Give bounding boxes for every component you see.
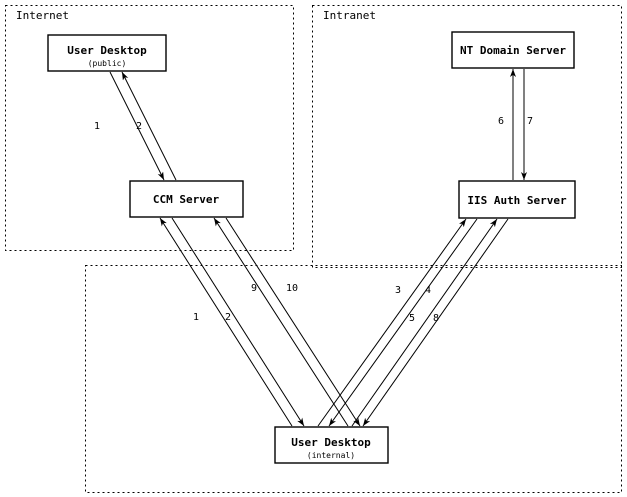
node-labels: User Desktop (public) CCM Server NT Doma… xyxy=(67,44,567,460)
flow-line-1-public-to-ccm xyxy=(109,71,165,181)
node-boxes xyxy=(47,31,576,464)
node-label-user-desktop-public: User Desktop xyxy=(67,44,147,57)
node-nt-domain-server[interactable] xyxy=(451,31,575,69)
step-label-5: 5 xyxy=(409,313,415,324)
step-label-4: 4 xyxy=(425,285,431,296)
node-user-desktop-public[interactable] xyxy=(47,34,167,72)
step-label-9: 9 xyxy=(251,283,257,294)
step-label-6: 6 xyxy=(498,116,504,127)
step-label-3: 3 xyxy=(395,285,401,296)
flow-line-3-internal-to-iis xyxy=(317,218,467,427)
flow-line-2-ccm-to-internal xyxy=(171,217,305,427)
step-label-2-public: 2 xyxy=(136,121,142,132)
node-label-user-desktop-internal: User Desktop xyxy=(291,436,371,449)
step-label-8: 8 xyxy=(433,313,439,324)
flow-line-2-ccm-to-public xyxy=(121,71,177,181)
node-sublabel-user-desktop-public: (public) xyxy=(88,59,127,68)
step-label-10: 10 xyxy=(286,283,298,294)
flow-line-4-iis-to-internal xyxy=(328,218,478,427)
flow-line-8-iis-to-internal xyxy=(362,218,509,427)
zone-internal-boundary xyxy=(85,265,622,493)
flow-line-5-internal-to-iis xyxy=(351,218,498,427)
step-label-1-internal: 1 xyxy=(193,312,199,323)
step-label-7: 7 xyxy=(527,116,533,127)
flow-line-1-internal-to-ccm xyxy=(159,217,293,427)
zone-internet-boundary xyxy=(5,5,294,251)
step-label-2-internal: 2 xyxy=(225,312,231,323)
zone-intranet-boundary xyxy=(312,5,622,268)
zone-label-internet: Internet xyxy=(16,9,69,22)
node-user-desktop-internal[interactable] xyxy=(274,426,389,464)
node-label-iis-auth-server: IIS Auth Server xyxy=(467,194,567,207)
node-sublabel-user-desktop-internal: (internal) xyxy=(307,451,355,460)
step-labels: 1 2 3 4 5 6 7 8 9 10 1 2 xyxy=(94,116,533,324)
flow-line-10-ccm-to-internal xyxy=(225,217,361,427)
node-label-nt-domain-server: NT Domain Server xyxy=(460,44,566,57)
flow-line-9-internal-to-ccm xyxy=(213,217,349,427)
step-label-1-public: 1 xyxy=(94,121,100,132)
zone-boundaries xyxy=(5,5,622,493)
flow-connectors xyxy=(109,69,527,427)
node-label-ccm-server: CCM Server xyxy=(153,193,220,206)
node-ccm-server[interactable] xyxy=(129,180,244,218)
node-iis-auth-server[interactable] xyxy=(458,180,576,219)
zone-label-intranet: Intranet xyxy=(323,9,376,22)
